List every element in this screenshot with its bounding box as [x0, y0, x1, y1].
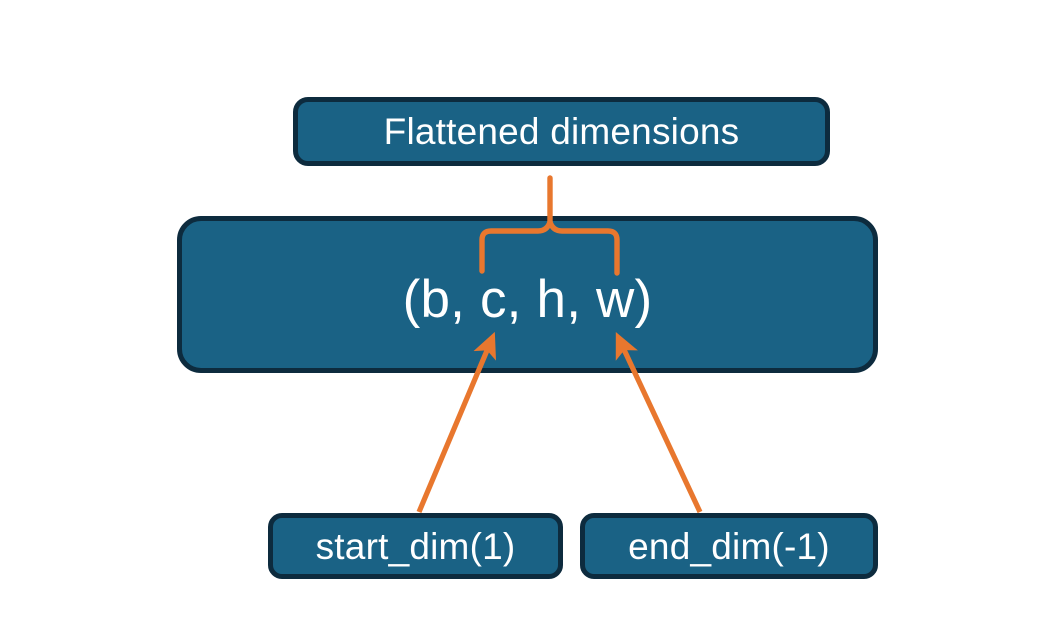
- node-flattened-dimensions-label: Flattened dimensions: [383, 111, 740, 152]
- node-tensor-shape[interactable]: (b, c, h, w): [177, 216, 878, 373]
- node-end-dim[interactable]: end_dim(-1): [580, 513, 878, 579]
- node-end-dim-label: end_dim(-1): [628, 525, 830, 567]
- node-flattened-dimensions[interactable]: Flattened dimensions: [293, 97, 830, 166]
- node-start-dim-label: start_dim(1): [315, 525, 516, 567]
- node-tensor-shape-label: (b, c, h, w): [402, 270, 653, 329]
- node-start-dim[interactable]: start_dim(1): [268, 513, 563, 579]
